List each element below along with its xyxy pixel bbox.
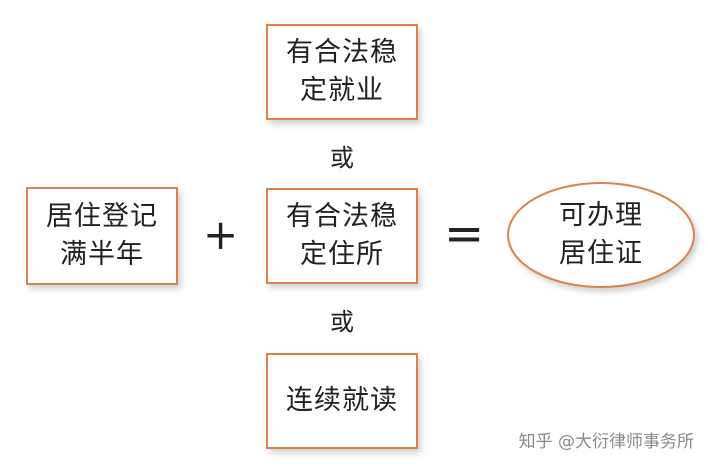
housing-line-2: 定住所 bbox=[300, 239, 384, 270]
watermark-text: 知乎 @大衍律师事务所 bbox=[518, 432, 694, 452]
housing-line-1: 有合法稳 bbox=[286, 201, 398, 232]
employment-line-1: 有合法稳 bbox=[286, 37, 398, 68]
employment-line-2: 定就业 bbox=[300, 75, 384, 106]
result-ellipse: 可办理 居住证 bbox=[507, 182, 695, 288]
residence-line-2: 满半年 bbox=[60, 239, 144, 270]
study-line-1: 连续就读 bbox=[286, 385, 398, 416]
plus-sign: + bbox=[203, 210, 239, 259]
residence-line-1: 居住登记 bbox=[46, 201, 158, 232]
result-line-2: 居住证 bbox=[559, 238, 643, 269]
or-label-bottom: 或 bbox=[330, 308, 354, 336]
or-label-top: 或 bbox=[330, 144, 354, 172]
result-line-1: 可办理 bbox=[559, 200, 643, 231]
stable-housing-box: 有合法稳 定住所 bbox=[266, 188, 418, 284]
residence-registration-box: 居住登记 满半年 bbox=[26, 187, 178, 285]
continuous-study-box: 连续就读 bbox=[266, 353, 418, 449]
equals-sign: = bbox=[444, 206, 485, 262]
stable-employment-box: 有合法稳 定就业 bbox=[266, 24, 418, 120]
